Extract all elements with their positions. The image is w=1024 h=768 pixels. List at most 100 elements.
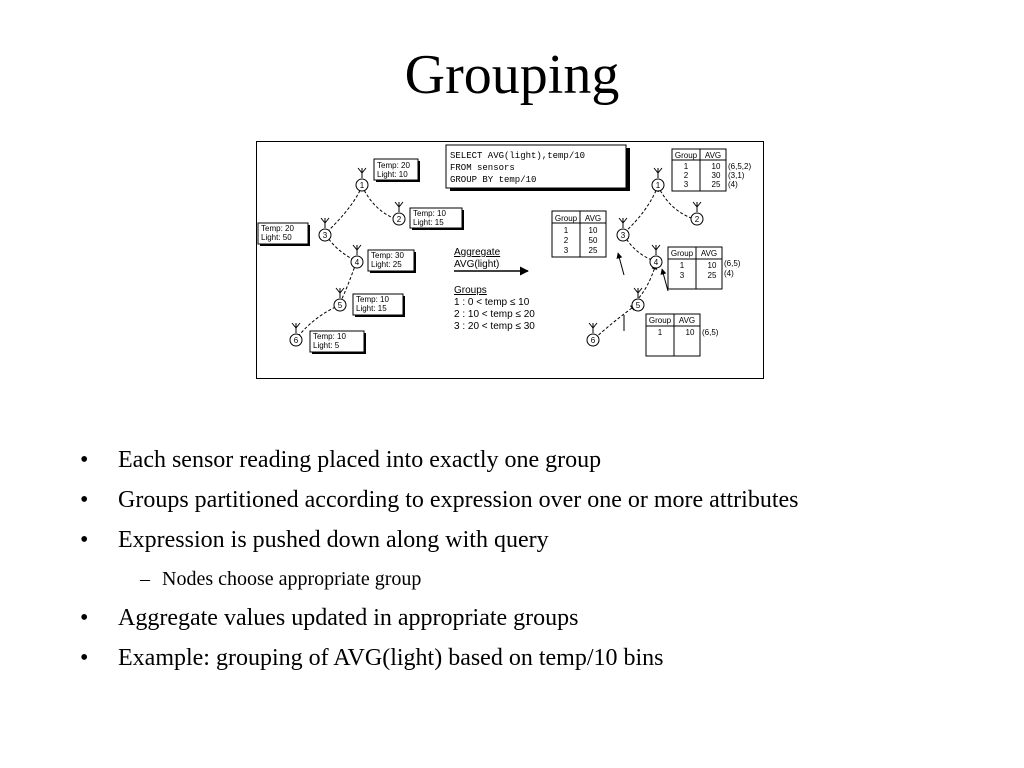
grouping-diagram: 1 2 3 4 5 6 Temp: 20 Light: 10 Temp: 10 … [256, 141, 764, 379]
right-node-label: 6 [591, 336, 596, 345]
left-nodes: 1 2 3 4 5 6 [289, 178, 406, 347]
left-node-3 [318, 228, 332, 242]
reading-box-node-2: Temp: 10 Light: 15 [409, 207, 464, 230]
groups-legend: Groups 1 : 0 < temp ≤ 10 2 : 10 < temp ≤… [454, 285, 535, 332]
bullet-marker: • [80, 527, 89, 553]
bullet-text: Groups partitioned according to expressi… [118, 487, 799, 513]
svg-text:Temp: 30: Temp: 30 [371, 251, 404, 260]
bullet-list: • Each sensor reading placed into exactl… [80, 440, 980, 678]
reading-box-node-1: Temp: 20 Light: 10 [373, 158, 420, 182]
right-nodes: 1 2 3 4 5 6 [586, 178, 704, 347]
bullet-item: • Expression is pushed down along with q… [80, 520, 980, 560]
left-node-label: 5 [338, 301, 343, 310]
svg-text:1: 1 [658, 328, 663, 337]
svg-text:3 : 20 < temp ≤ 30: 3 : 20 < temp ≤ 30 [454, 321, 535, 332]
right-node4-table: Group AVG 1 10 3 25 (6,5) (4) [667, 246, 741, 290]
right-root-table: Group AVG 1 10 2 30 3 25 (6,5,2) (3,1) (… [671, 148, 751, 192]
svg-text:1 : 0 < temp ≤ 10: 1 : 0 < temp ≤ 10 [454, 297, 530, 308]
sub-bullet-marker: – [140, 568, 150, 590]
left-node-6 [289, 333, 303, 347]
svg-text:Light: 5: Light: 5 [313, 341, 340, 350]
right-node5-table: Group AVG 1 10 (6,5) [645, 313, 719, 357]
reading-box-node-3: Temp: 20 Light: 50 [257, 222, 310, 246]
bullet-item: • Each sensor reading placed into exactl… [80, 440, 980, 480]
svg-text:10: 10 [686, 328, 695, 337]
left-node-label: 1 [360, 181, 365, 190]
svg-text:Temp: 10: Temp: 10 [413, 209, 446, 218]
svg-text:SELECT AVG(light),temp/10: SELECT AVG(light),temp/10 [450, 151, 585, 161]
right-node-label: 4 [654, 258, 659, 267]
right-node-4 [649, 255, 663, 269]
left-node-4 [350, 255, 364, 269]
svg-text:Temp: 10: Temp: 10 [313, 332, 346, 341]
svg-text:Light: 15: Light: 15 [413, 218, 444, 227]
bullet-marker: • [80, 645, 89, 671]
svg-text:Light: 10: Light: 10 [377, 170, 408, 179]
svg-text:Temp: 10: Temp: 10 [356, 295, 389, 304]
svg-text:AVG(light): AVG(light) [454, 259, 499, 270]
svg-text:10: 10 [712, 162, 721, 171]
bullet-marker: • [80, 487, 89, 513]
svg-text:(4): (4) [724, 269, 734, 278]
sub-bullet-item: – Nodes choose appropriate group [80, 560, 980, 598]
right-node-3 [616, 228, 630, 242]
right-node-label: 1 [656, 181, 661, 190]
svg-text:(6,5): (6,5) [702, 328, 719, 337]
svg-text:10: 10 [589, 226, 598, 235]
reading-box-node-4: Temp: 30 Light: 25 [367, 249, 416, 273]
aggregate-label: Aggregate AVG(light) [454, 247, 529, 276]
svg-text:2 : 10 < temp ≤ 20: 2 : 10 < temp ≤ 20 [454, 309, 535, 320]
slide-title: Grouping [404, 44, 620, 106]
right-node-label: 5 [636, 301, 641, 310]
svg-text:AVG: AVG [701, 249, 717, 258]
bullet-text: Each sensor reading placed into exactly … [118, 447, 602, 473]
bullet-text: Aggregate values updated in appropriate … [118, 605, 579, 631]
right-node-5 [631, 298, 645, 312]
svg-text:1: 1 [680, 261, 685, 270]
svg-text:25: 25 [708, 271, 717, 280]
svg-text:AVG: AVG [585, 214, 601, 223]
bullet-item: • Groups partitioned according to expres… [80, 480, 980, 520]
svg-text:GROUP BY temp/10: GROUP BY temp/10 [450, 175, 536, 185]
svg-text:(6,5,2): (6,5,2) [728, 162, 751, 171]
svg-text:Group: Group [671, 249, 694, 258]
reading-box-node-6: Temp: 10 Light: 5 [309, 330, 366, 354]
svg-text:3: 3 [564, 246, 569, 255]
svg-text:2: 2 [684, 171, 689, 180]
svg-text:(3,1): (3,1) [728, 171, 745, 180]
right-node-label: 2 [695, 215, 700, 224]
reading-boxes: Temp: 20 Light: 10 Temp: 10 Light: 15 Te… [257, 158, 464, 354]
svg-text:Groups: Groups [454, 285, 487, 296]
svg-text:25: 25 [589, 246, 598, 255]
middle-table: Group AVG 1 10 2 50 3 25 [551, 210, 607, 258]
left-node-label: 6 [294, 336, 299, 345]
bullet-marker: • [80, 447, 89, 473]
reading-box-node-5: Temp: 10 Light: 15 [352, 293, 405, 317]
left-node-label: 2 [397, 215, 402, 224]
bullet-text: Expression is pushed down along with que… [118, 527, 549, 553]
svg-text:25: 25 [712, 180, 721, 189]
svg-text:30: 30 [712, 171, 721, 180]
svg-text:Light: 50: Light: 50 [261, 233, 292, 242]
svg-text:(4): (4) [728, 180, 738, 189]
bullet-item: • Aggregate values updated in appropriat… [80, 598, 980, 638]
left-node-2 [392, 212, 406, 226]
left-node-5 [333, 298, 347, 312]
svg-text:3: 3 [684, 180, 689, 189]
svg-text:10: 10 [708, 261, 717, 270]
svg-text:Aggregate: Aggregate [454, 247, 501, 258]
svg-text:1: 1 [684, 162, 689, 171]
right-node-1 [651, 178, 665, 192]
bullet-text: Example: grouping of AVG(light) based on… [118, 645, 664, 671]
svg-text:3: 3 [680, 271, 685, 280]
svg-text:Group: Group [555, 214, 578, 223]
left-node-label: 4 [355, 258, 360, 267]
svg-text:Group: Group [675, 151, 698, 160]
svg-text:Light: 25: Light: 25 [371, 260, 402, 269]
svg-text:Light: 15: Light: 15 [356, 304, 387, 313]
svg-text:FROM sensors: FROM sensors [450, 163, 515, 173]
svg-text:AVG: AVG [705, 151, 721, 160]
svg-text:2: 2 [564, 236, 569, 245]
sub-bullet-text: Nodes choose appropriate group [162, 568, 422, 590]
left-node-label: 3 [323, 231, 328, 240]
